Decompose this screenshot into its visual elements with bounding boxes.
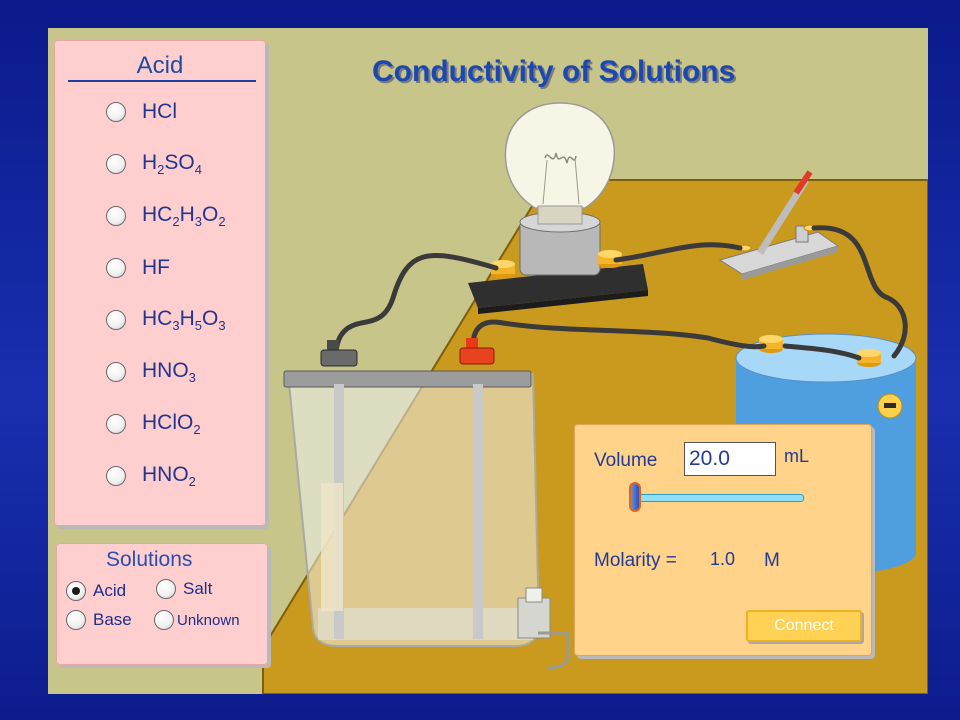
acid-option-hcl[interactable]: HCl [106, 98, 177, 126]
volume-slider-track[interactable] [636, 494, 804, 502]
acid-option-h2so4[interactable]: H2SO4 [106, 150, 202, 178]
formula-part: H [142, 150, 158, 174]
radio-hf[interactable] [106, 258, 126, 278]
formula-part: HClO [142, 410, 194, 434]
formula-part: O [201, 306, 219, 330]
radio-h2so4[interactable] [106, 154, 126, 174]
beaker[interactable] [283, 370, 570, 670]
acid-formula-label: HC2H3O2 [142, 203, 226, 229]
acid-option-hno2[interactable]: HNO2 [106, 462, 196, 490]
formula-subscript: 5 [194, 318, 202, 334]
acid-option-hno3[interactable]: HNO3 [106, 358, 196, 386]
solution-option-base[interactable]: Base [66, 608, 132, 632]
acid-formula-label: HCl [142, 100, 177, 124]
battery-terminal-right [857, 349, 881, 367]
formula-subscript: 2 [157, 162, 165, 178]
electrode-clip-black [320, 340, 358, 367]
formula-part: H [179, 202, 195, 226]
minus-icon [884, 403, 896, 408]
solutions-panel: Solutions Acid Salt Base Unknown [56, 543, 268, 665]
formula-subscript: 3 [194, 214, 202, 230]
formula-part: HNO [142, 358, 189, 382]
solution-label-base: Base [93, 610, 132, 629]
acid-option-hf[interactable]: HF [106, 254, 170, 282]
acid-formula-label: H2SO4 [142, 151, 202, 177]
formula-subscript: 2 [218, 214, 226, 230]
formula-subscript: 2 [188, 474, 196, 490]
formula-subscript: 3 [172, 318, 180, 334]
volume-input[interactable] [684, 442, 776, 476]
formula-part: O [201, 202, 219, 226]
acid-formula-label: HNO2 [142, 463, 196, 489]
formula-part: HF [142, 256, 170, 279]
formula-part: H [179, 306, 195, 330]
radio-salt[interactable] [156, 579, 176, 599]
control-panel: Volume mL Molarity = 1.0 M Connect [574, 424, 872, 656]
light-bulb[interactable] [504, 102, 616, 225]
formula-part: HNO [142, 462, 189, 486]
radio-acid[interactable] [66, 581, 86, 601]
radio-hcl[interactable] [106, 102, 126, 122]
acid-formula-label: HNO3 [142, 359, 196, 385]
molarity-value: 1.0 [710, 549, 736, 569]
formula-part: HCl [142, 100, 177, 123]
lamp-terminal-right [598, 250, 622, 268]
radio-hc2h3o2[interactable] [106, 206, 126, 226]
solution-label-unknown: Unknown [177, 611, 240, 629]
formula-subscript: 3 [188, 370, 196, 386]
volume-slider-handle[interactable] [629, 482, 641, 512]
acid-option-hclo2[interactable]: HClO2 [106, 410, 201, 438]
knife-switch[interactable] [718, 170, 840, 280]
page-title: Conductivity of Solutions [372, 55, 736, 88]
solution-label-acid: Acid [93, 581, 127, 600]
formula-subscript: 2 [172, 214, 180, 230]
acid-formula-label: HC3H5O3 [142, 307, 226, 333]
acid-panel-title: Acid [136, 52, 184, 79]
solution-option-acid[interactable]: Acid [66, 579, 126, 603]
acid-title-underline [68, 80, 256, 82]
radio-hc3h5o3[interactable] [106, 310, 126, 330]
radio-hclo2[interactable] [106, 414, 126, 434]
volume-label: Volume [594, 450, 658, 471]
acid-formula-label: HF [142, 256, 170, 280]
acid-option-hc2h3o2[interactable]: HC2H3O2 [106, 202, 226, 230]
radio-base[interactable] [66, 610, 86, 630]
formula-subscript: 4 [194, 162, 202, 178]
solution-option-salt[interactable]: Salt [156, 577, 212, 601]
formula-subscript: 2 [193, 422, 201, 438]
formula-part: HC [142, 306, 173, 330]
formula-subscript: 3 [218, 318, 226, 334]
molarity-label: Molarity = [594, 550, 677, 571]
volume-unit: mL [784, 446, 810, 466]
solution-option-unknown[interactable]: Unknown [154, 608, 240, 632]
acid-option-hc3h5o3[interactable]: HC3H5O3 [106, 306, 226, 334]
formula-part: HC [142, 202, 173, 226]
formula-part: SO [164, 150, 195, 174]
acid-formula-label: HClO2 [142, 411, 201, 437]
electrode-clip-red [459, 338, 495, 365]
radio-hno3[interactable] [106, 362, 126, 382]
solutions-panel-title: Solutions [106, 548, 193, 571]
molarity-unit: M [764, 550, 780, 571]
circuit-wires [333, 225, 908, 361]
solution-label-salt: Salt [183, 579, 213, 598]
radio-unknown[interactable] [154, 610, 174, 630]
connect-button[interactable]: Connect [746, 610, 862, 642]
radio-hno2[interactable] [106, 466, 126, 486]
